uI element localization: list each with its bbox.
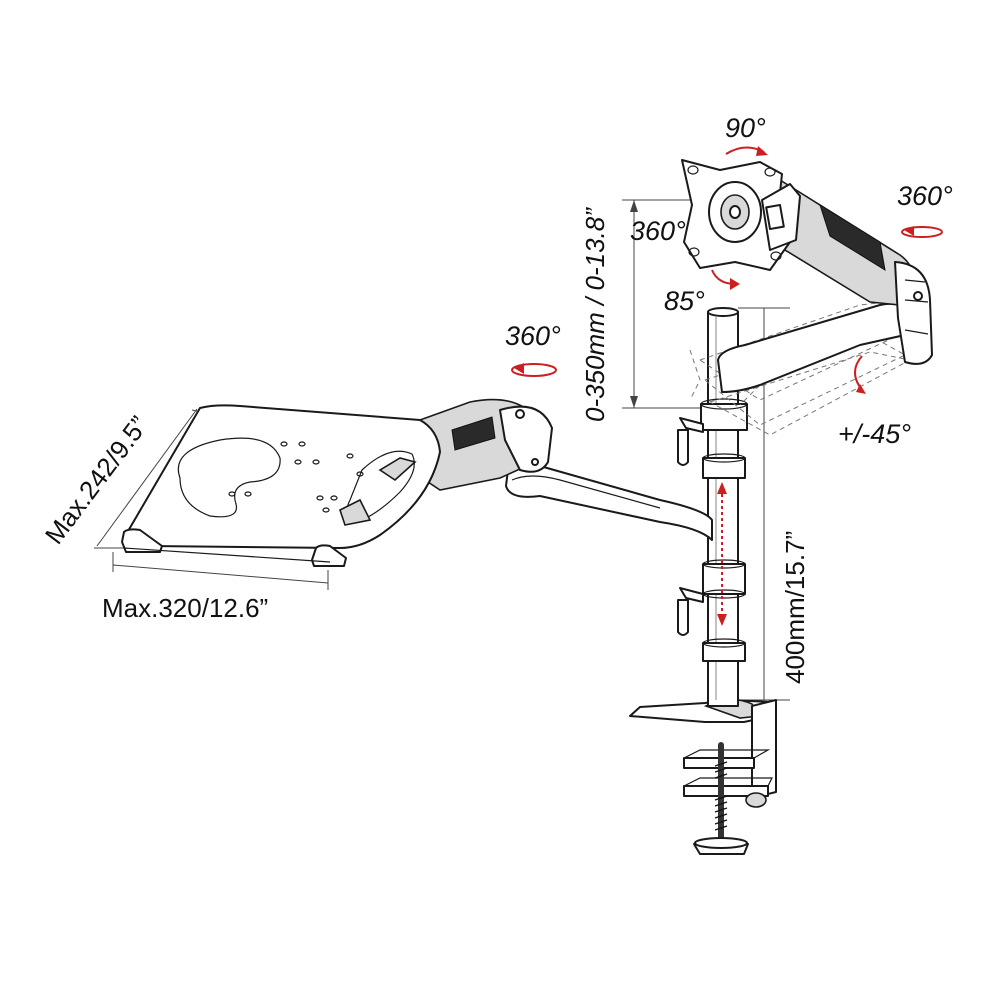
height-adjust-label: 0-350mm / 0-13.8” — [580, 207, 610, 422]
rotation-label-arm-right: 360° — [897, 181, 953, 211]
tilt-arrow — [711, 269, 740, 290]
monitor-gas-spring-arm — [717, 178, 933, 393]
clamp-screw-thread — [714, 761, 728, 831]
tray-width-dimension — [112, 552, 329, 590]
rotation-arrow-tray — [511, 363, 557, 377]
laptop-tray — [121, 404, 441, 567]
pole-height-label: 400mm/15.7” — [780, 531, 810, 684]
rotation-label-top: 90° — [725, 113, 766, 143]
tray-width-label: Max.320/12.6” — [102, 593, 268, 623]
tilt-label: 85° — [664, 286, 705, 316]
swivel-arrow — [854, 355, 866, 394]
rotation-label-head: 360° — [630, 216, 686, 246]
pole-collars — [700, 398, 748, 662]
locking-lever-lower — [677, 587, 704, 636]
desk-clamp — [629, 698, 777, 855]
rotation-arrow-top — [725, 146, 768, 156]
locking-lever-upper — [677, 417, 704, 466]
swivel-label: +/-45° — [838, 419, 911, 449]
vesa-mount-plate — [681, 159, 801, 271]
rotation-arrow-arm-right — [901, 226, 943, 238]
height-range-dimension — [622, 199, 700, 409]
tray-arm — [505, 462, 713, 541]
tray-gas-spring-arm — [409, 398, 553, 491]
rotation-label-tray: 360° — [505, 321, 561, 351]
height-adjust-arrow — [717, 482, 727, 626]
tray-vent-holes — [228, 441, 364, 513]
